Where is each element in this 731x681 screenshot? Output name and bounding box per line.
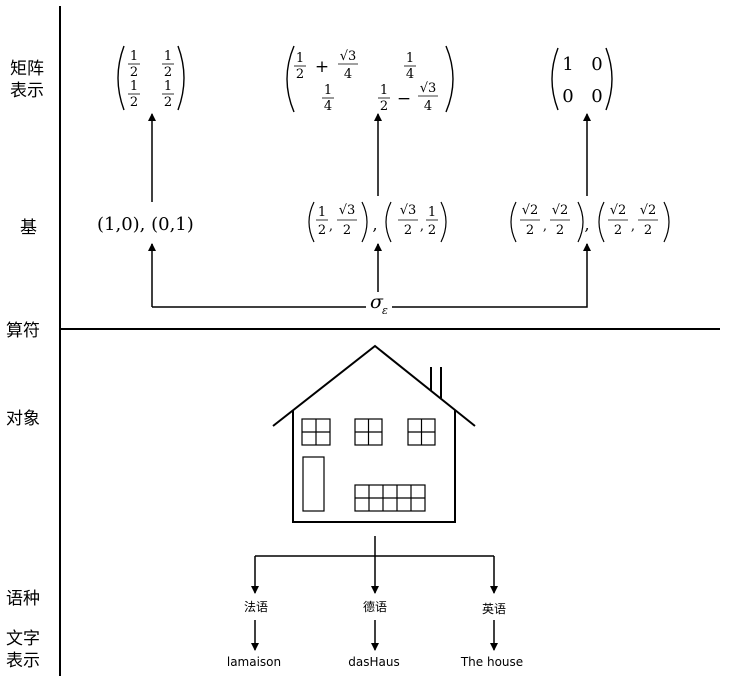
matrix-3-r2c1: 0 — [562, 86, 573, 107]
svg-text:,: , — [329, 219, 333, 234]
svg-text:1: 1 — [324, 83, 332, 98]
row-label-text-1: 文字 — [6, 629, 40, 649]
svg-text:,: , — [543, 219, 547, 234]
row-label-operator: 算符 — [6, 321, 40, 341]
matrix-3-r2c2: 0 — [591, 86, 602, 107]
svg-text:√3: √3 — [340, 49, 357, 64]
row-label-basis: 基 — [20, 218, 37, 238]
basis-1: (1,0), (0,1) — [97, 214, 194, 235]
svg-text:2: 2 — [556, 223, 564, 238]
row-label-matrix-1: 矩阵 — [10, 59, 44, 79]
word-english: The house — [460, 655, 523, 669]
matrix-2-plus: + — [315, 57, 329, 77]
door — [302, 456, 325, 512]
matrix-3-r1c2: 0 — [591, 54, 602, 75]
row-label-language: 语种 — [6, 589, 40, 609]
svg-text:√2: √2 — [640, 203, 657, 218]
house-drawing — [272, 344, 476, 523]
matrix-1-r1c1: 1 — [130, 49, 138, 64]
svg-text:4: 4 — [424, 99, 432, 114]
svg-text:4: 4 — [344, 67, 352, 82]
svg-text:,: , — [584, 215, 589, 234]
row-label-matrix-2: 表示 — [10, 81, 44, 101]
svg-text:1: 1 — [406, 51, 414, 66]
svg-text:√3: √3 — [420, 81, 437, 96]
svg-text:2: 2 — [296, 67, 304, 82]
svg-text:,: , — [372, 215, 377, 234]
svg-text:2: 2 — [644, 223, 652, 238]
matrix-2-minus: − — [397, 89, 411, 109]
matrix-1-r2c2: 1 — [164, 79, 172, 94]
svg-text:2: 2 — [130, 95, 138, 110]
svg-text:2: 2 — [164, 65, 172, 80]
svg-text:2: 2 — [130, 65, 138, 80]
svg-text:2: 2 — [343, 223, 351, 238]
matrix-3-r1c1: 1 — [562, 54, 573, 75]
svg-text:√2: √2 — [610, 203, 627, 218]
svg-text:2: 2 — [404, 223, 412, 238]
svg-text:2: 2 — [164, 95, 172, 110]
language-german: 德语 — [363, 599, 387, 614]
svg-text:1: 1 — [318, 205, 326, 220]
matrix-1-r2c1: 1 — [130, 79, 138, 94]
svg-text:√3: √3 — [400, 203, 417, 218]
word-french: lamaison — [227, 655, 281, 669]
basis-2: 1 2 , √3 2 , √3 2 , 1 2 — [308, 201, 447, 243]
svg-text:2: 2 — [428, 223, 436, 238]
matrix-2: 1 2 + √3 4 1 4 1 4 1 2 − √3 4 — [286, 45, 454, 114]
matrix-1-r1c2: 1 — [164, 49, 172, 64]
svg-text:1: 1 — [380, 83, 388, 98]
row-label-object: 对象 — [6, 409, 40, 429]
language-tree-connector — [255, 536, 494, 557]
row-label-text-2: 表示 — [6, 651, 40, 671]
word-german: dasHaus — [348, 655, 399, 669]
basis-3: √2 2 , √2 2 , √2 2 , √2 2 — [510, 201, 670, 243]
matrix-1: 1 2 1 2 1 2 1 2 — [117, 45, 185, 111]
svg-text:2: 2 — [614, 223, 622, 238]
operator-subscript: ε — [382, 304, 388, 317]
svg-text:√2: √2 — [552, 203, 569, 218]
svg-text:√3: √3 — [339, 203, 356, 218]
svg-text:4: 4 — [406, 67, 414, 82]
svg-text:2: 2 — [318, 223, 326, 238]
matrix-3: 1 0 0 0 — [551, 47, 613, 111]
svg-text:4: 4 — [324, 99, 332, 114]
svg-text:√2: √2 — [522, 203, 539, 218]
svg-text:1: 1 — [296, 51, 304, 66]
svg-text:1: 1 — [428, 205, 436, 220]
svg-text:,: , — [420, 219, 424, 234]
svg-text:2: 2 — [526, 223, 534, 238]
language-english: 英语 — [482, 602, 506, 616]
svg-text:,: , — [631, 219, 635, 234]
language-french: 法语 — [244, 600, 268, 614]
svg-text:2: 2 — [380, 99, 388, 114]
operator-symbol: σ — [370, 291, 384, 313]
